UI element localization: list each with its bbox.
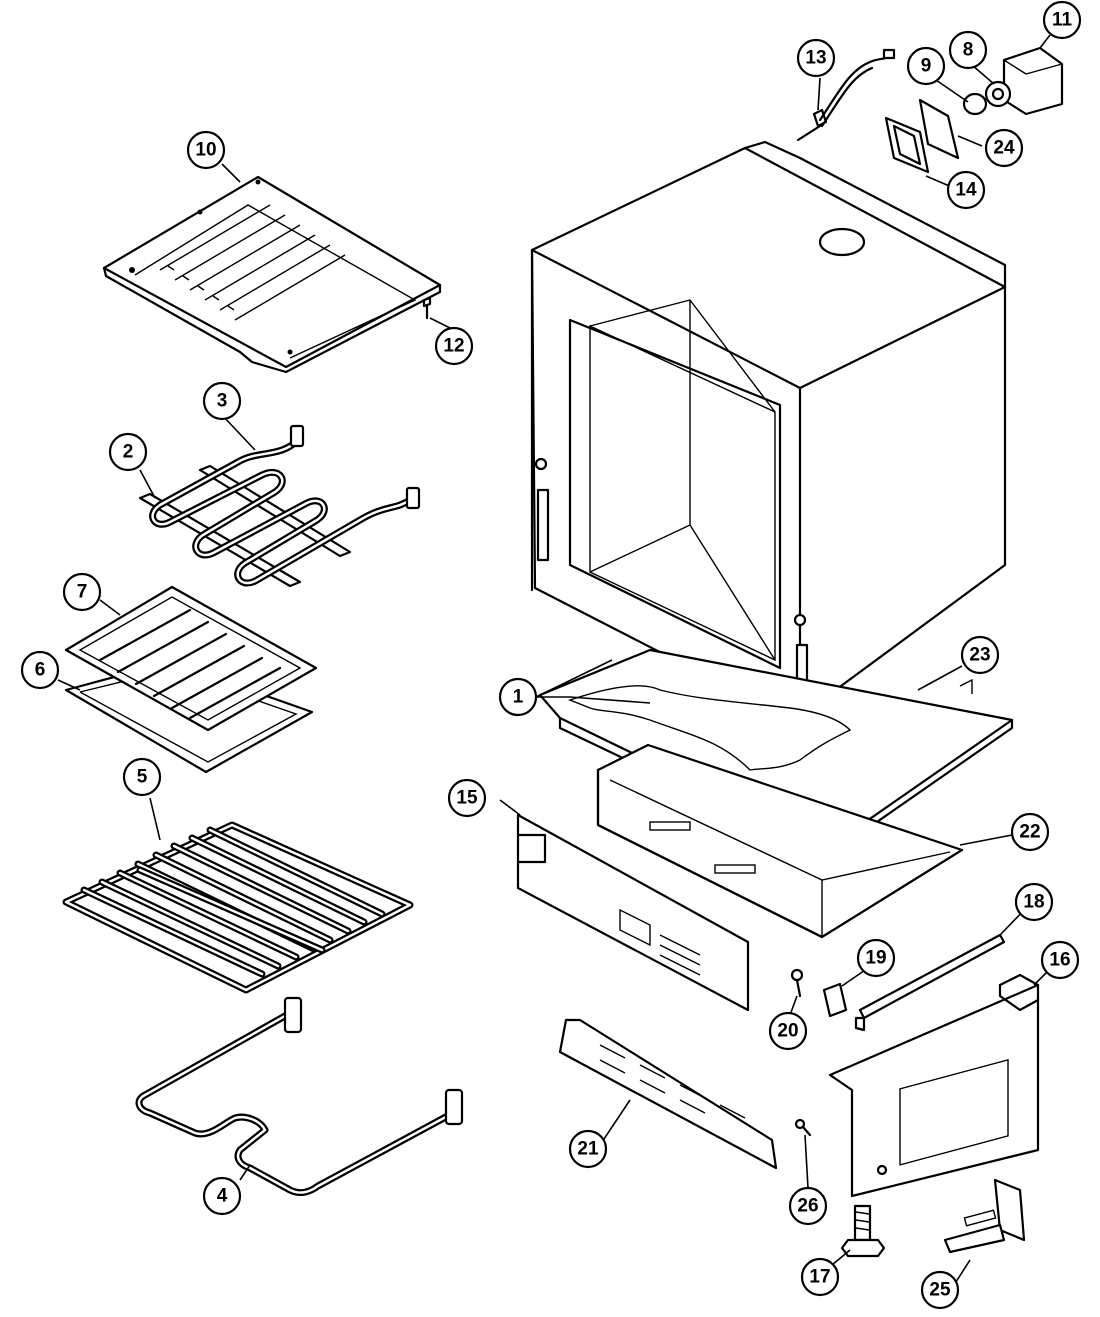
svg-text:6: 6 [35, 660, 46, 681]
part-15-drawer-panel [516, 813, 750, 1012]
svg-text:17: 17 [809, 1267, 830, 1288]
part-5-oven-rack [62, 821, 414, 994]
part-10-top-panel [102, 175, 442, 374]
svg-text:25: 25 [929, 1280, 951, 1301]
callout-18: 18 [1014, 882, 1054, 922]
callout-25: 25 [920, 1270, 960, 1310]
svg-text:7: 7 [77, 582, 88, 603]
callout-21: 21 [568, 1129, 608, 1169]
part-12-screw [422, 296, 432, 320]
svg-text:10: 10 [195, 140, 216, 161]
callout-6: 6 [20, 650, 60, 690]
svg-text:15: 15 [456, 788, 478, 809]
part-8-light-socket [984, 80, 1012, 108]
part-21-kick-plate [558, 1018, 778, 1170]
callout-24: 24 [984, 128, 1024, 168]
part-4-bake-element [135, 996, 464, 1197]
callout-14: 14 [946, 170, 986, 210]
svg-text:24: 24 [993, 138, 1015, 159]
svg-text:8: 8 [963, 40, 974, 61]
part-14-lens-gasket [884, 116, 930, 174]
callout-1: 1 [498, 677, 538, 717]
part-20-screw [790, 968, 804, 998]
svg-text:14: 14 [955, 180, 977, 201]
callout-8: 8 [948, 30, 988, 70]
leader-lines [57, 34, 1053, 1286]
svg-text:3: 3 [217, 391, 228, 412]
part-7-broiler-insert [64, 585, 318, 732]
svg-text:12: 12 [443, 336, 464, 357]
callout-2: 2 [108, 432, 148, 472]
svg-text:1: 1 [513, 687, 524, 708]
callout-26: 26 [788, 1186, 828, 1226]
part-9-light-bulb [962, 92, 988, 116]
svg-text:16: 16 [1049, 950, 1070, 971]
svg-text:20: 20 [777, 1021, 798, 1042]
callout-5: 5 [122, 757, 162, 797]
callout-20: 20 [768, 1011, 808, 1051]
svg-text:13: 13 [805, 48, 826, 69]
callout-3: 3 [202, 381, 242, 421]
part-22-drawer [596, 743, 964, 939]
part-17-leveling-leg [840, 1204, 886, 1258]
part-26-screw [794, 1118, 812, 1137]
svg-text:22: 22 [1019, 822, 1040, 843]
part-19-bracket [822, 982, 848, 1018]
svg-text:2: 2 [123, 442, 134, 463]
svg-text:18: 18 [1023, 892, 1044, 913]
callout-10: 10 [186, 130, 226, 170]
oven-cavity [530, 140, 1007, 737]
callout-4: 4 [202, 1176, 242, 1216]
callout-12: 12 [434, 326, 474, 366]
callout-9: 9 [906, 46, 946, 86]
svg-text:26: 26 [797, 1196, 818, 1217]
svg-text:4: 4 [217, 1186, 228, 1207]
callout-11: 11 [1042, 0, 1082, 40]
part-13-sensor-wire [796, 48, 896, 142]
svg-text:9: 9 [921, 56, 932, 77]
callout-17: 17 [800, 1257, 840, 1297]
part-1-insulation [567, 685, 852, 771]
part-16-side-bracket [828, 973, 1040, 1198]
svg-text:19: 19 [865, 948, 886, 969]
svg-text:23: 23 [969, 645, 990, 666]
part-11-light-housing [1002, 46, 1064, 116]
part-24-lens [918, 98, 960, 160]
part-3-broil-element [149, 424, 421, 587]
callout-23: 23 [960, 635, 1000, 675]
part-25-anti-tip-bracket [943, 1178, 1026, 1254]
callout-19: 19 [856, 938, 896, 978]
callout-16: 16 [1040, 940, 1080, 980]
part-18-drawer-rail [854, 933, 1006, 1032]
svg-text:5: 5 [137, 767, 148, 788]
svg-text:21: 21 [577, 1139, 599, 1160]
callout-13: 13 [796, 38, 836, 78]
callout-22: 22 [1010, 812, 1050, 852]
callout-15: 15 [447, 778, 487, 818]
svg-text:11: 11 [1052, 10, 1073, 31]
callout-7: 7 [62, 572, 102, 612]
